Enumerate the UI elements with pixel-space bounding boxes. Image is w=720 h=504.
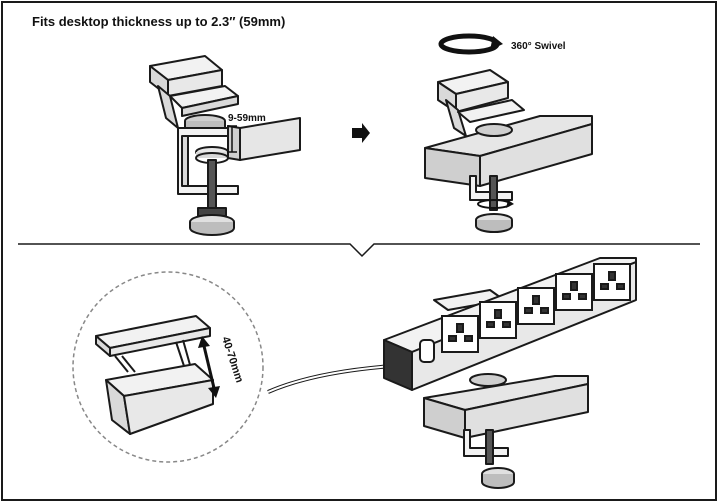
desk-edge-thickness [227,117,301,161]
section-divider [18,243,700,258]
power-cable [267,364,393,394]
power-switch [419,339,435,363]
thickness-dimension [227,125,237,153]
clamp-range-label: 40-70mm [219,335,245,384]
double-arrow-icon [198,336,220,398]
socket-3 [517,287,555,325]
clamp-panel-thickness [149,55,239,236]
clamp-strip [433,289,515,489]
socket-2 [479,301,517,339]
detail-callout-circle [72,271,264,463]
socket-5 [593,263,631,301]
socket-1 [441,315,479,353]
right-arrow-icon [352,123,370,143]
headline: Fits desktop thickness up to 2.3″ (59mm) [32,14,286,29]
swivel-label: 360° Swivel [511,41,566,52]
desk-swivel [424,115,593,187]
thickness-range-label: 9-59mm [228,113,266,124]
rotate-arrow-icon [438,33,503,55]
desk-strip [423,375,589,439]
knob-rotate-arrow-icon [477,199,514,209]
clamp-detail [95,315,214,435]
clamp-swivel [437,69,525,233]
socket-4 [555,273,593,311]
